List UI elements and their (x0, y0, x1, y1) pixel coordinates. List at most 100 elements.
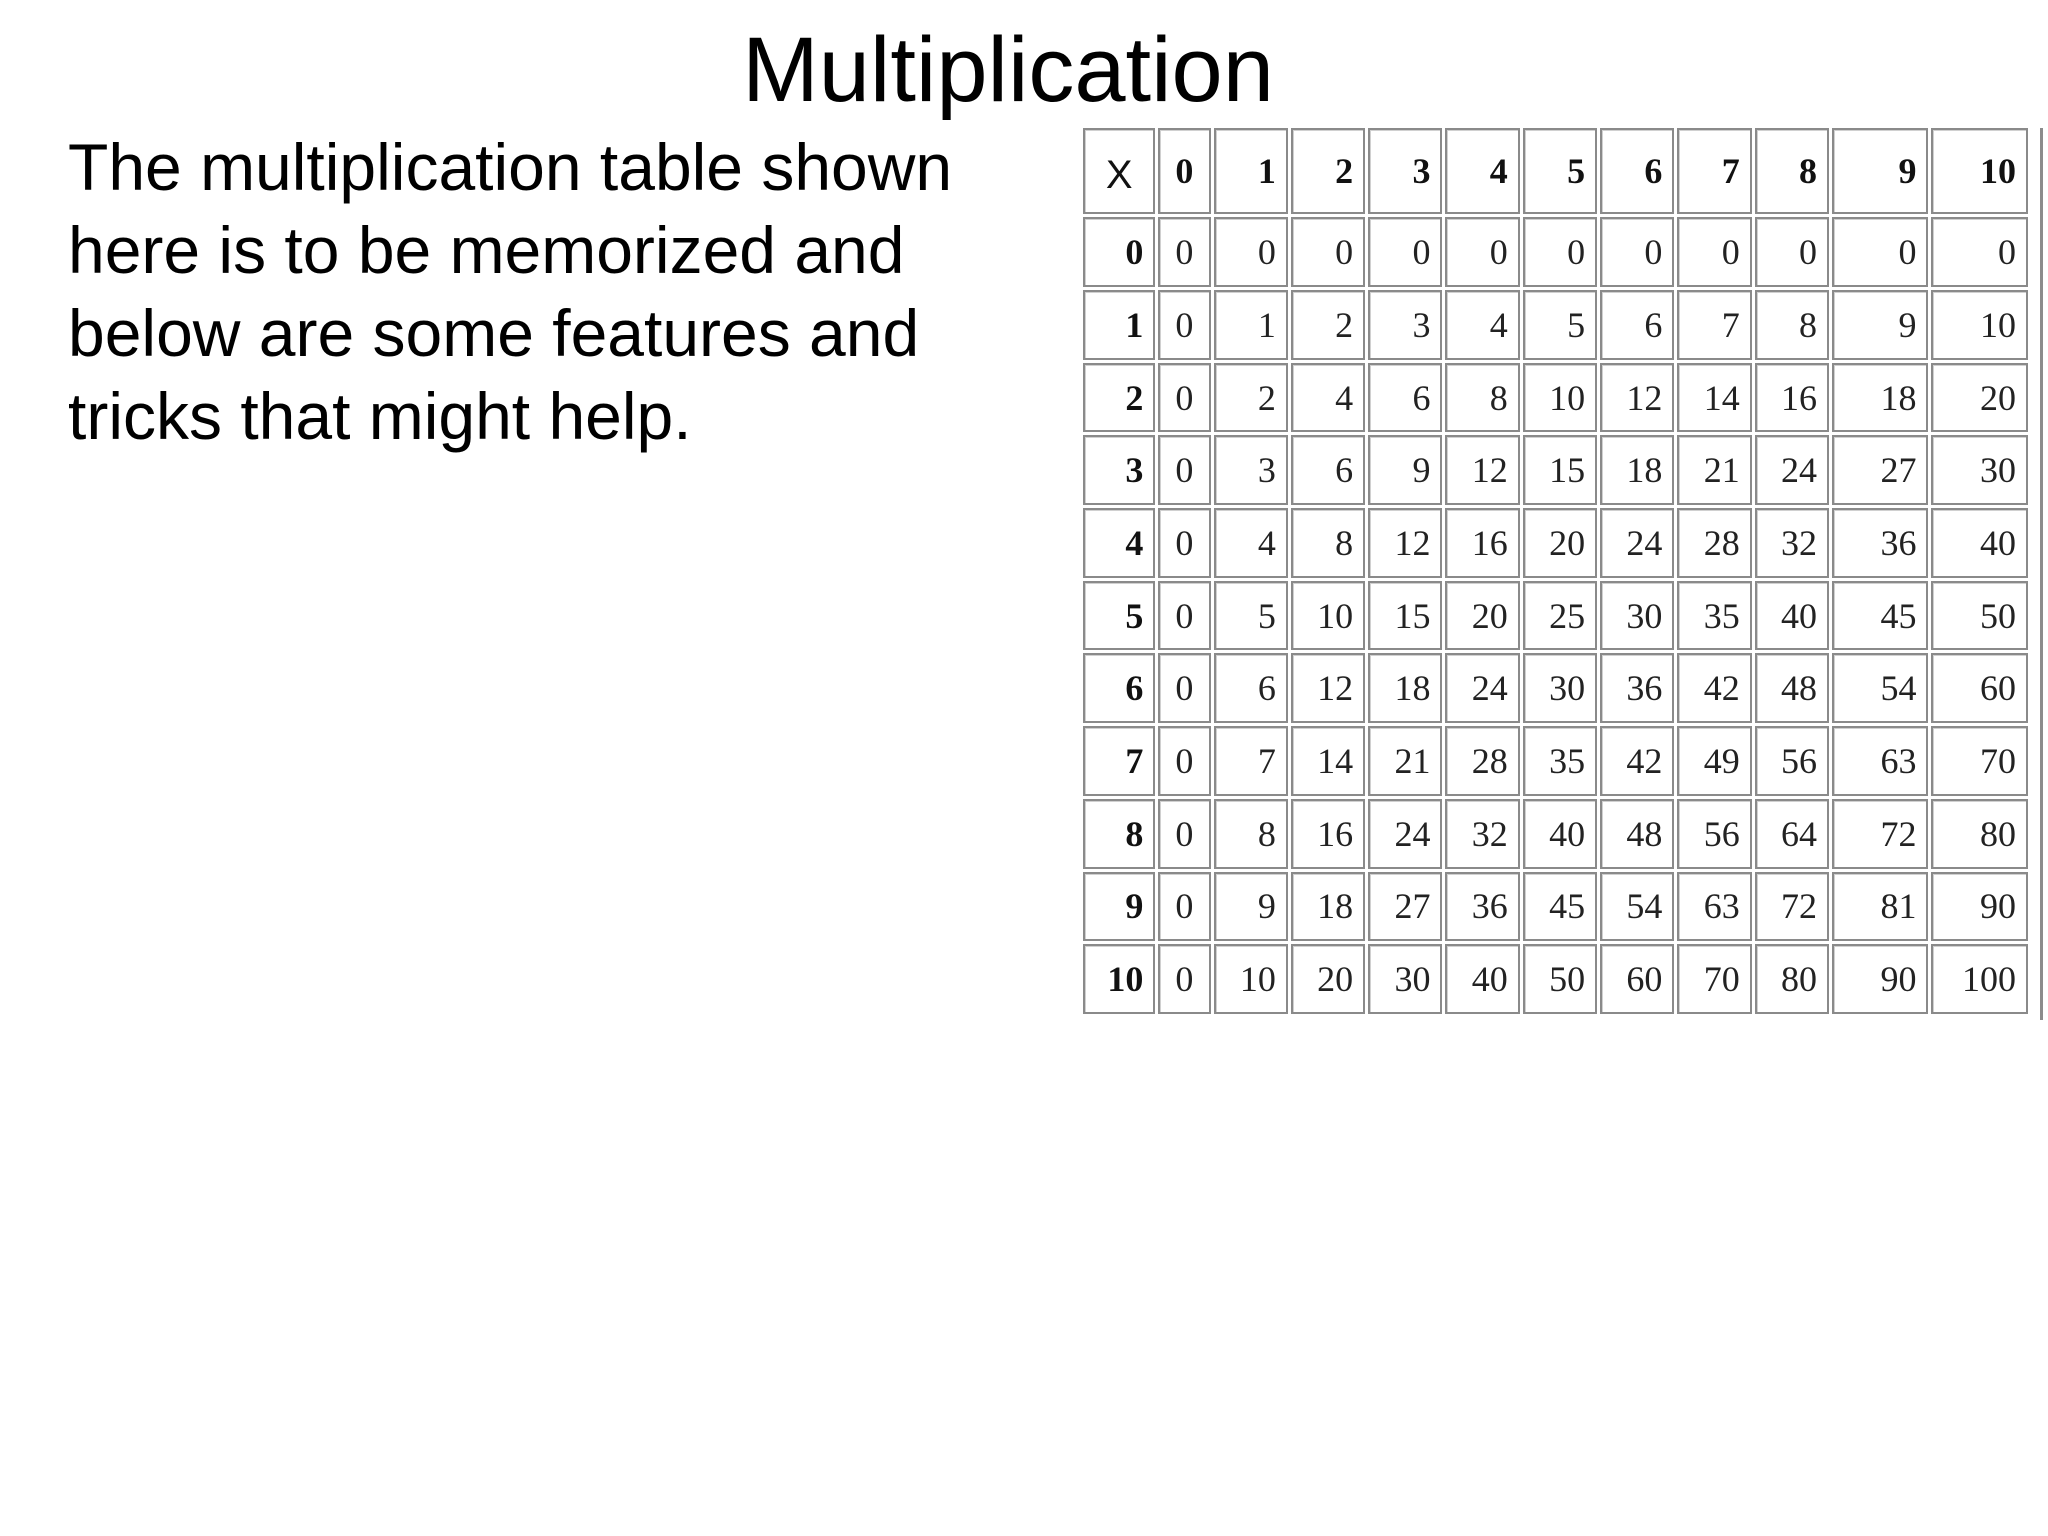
table-cell: 8 (1213, 798, 1288, 869)
table-cell: 10 (1522, 362, 1598, 433)
table-cell: 15 (1368, 580, 1443, 651)
slide-title: Multiplication (742, 19, 1274, 121)
table-cell: 7 (1213, 726, 1288, 796)
table-cell: 0 (1158, 580, 1211, 651)
table-cell: 12 (1600, 362, 1675, 433)
table-cell: 15 (1522, 435, 1598, 506)
table-cell: 30 (1522, 653, 1598, 724)
table-cell: 64 (1754, 798, 1830, 869)
table-cell: 0 (1158, 217, 1211, 288)
table-cell: 20 (1445, 580, 1520, 651)
table-cell: 54 (1600, 871, 1675, 942)
table-cell: 56 (1677, 798, 1752, 869)
table-cell: 24 (1445, 653, 1520, 724)
row-header: 3 (1083, 435, 1156, 506)
column-header: 4 (1445, 128, 1520, 215)
table-cell: 70 (1677, 944, 1752, 1014)
row-header: 10 (1083, 944, 1156, 1014)
table-cell: 60 (1600, 944, 1675, 1014)
table-cell: 1 (1213, 290, 1288, 360)
table-cell: 81 (1832, 871, 1929, 942)
table-cell: 54 (1832, 653, 1929, 724)
table-cell: 20 (1522, 508, 1598, 578)
table-cell: 56 (1754, 726, 1830, 796)
table-cell: 0 (1445, 217, 1520, 288)
column-header: 8 (1754, 128, 1830, 215)
table-cell: 0 (1832, 217, 1929, 288)
table-cell: 30 (1931, 435, 2028, 506)
table-cell: 21 (1368, 726, 1443, 796)
table-cell: 70 (1931, 726, 2028, 796)
table-cell: 35 (1677, 580, 1752, 651)
table-cell: 10 (1213, 944, 1288, 1014)
column-header: 10 (1931, 128, 2028, 215)
table-cell: 28 (1445, 726, 1520, 796)
table-cell: 90 (1832, 944, 1929, 1014)
table-cell: 0 (1931, 217, 2028, 288)
table-cell: 5 (1522, 290, 1598, 360)
table-cell: 7 (1677, 290, 1752, 360)
table-cell: 9 (1213, 871, 1288, 942)
table-cell: 20 (1290, 944, 1366, 1014)
row-header: 0 (1083, 217, 1156, 288)
table-cell: 90 (1931, 871, 2028, 942)
table-cell: 0 (1158, 944, 1211, 1014)
table-cell: 45 (1522, 871, 1598, 942)
table-cell: 4 (1213, 508, 1288, 578)
table-cell: 27 (1368, 871, 1443, 942)
table-cell: 6 (1600, 290, 1675, 360)
table-cell: 3 (1213, 435, 1288, 506)
row-header: 1 (1083, 290, 1156, 360)
table-cell: 36 (1600, 653, 1675, 724)
table-cell: 36 (1445, 871, 1520, 942)
table-cell: 0 (1213, 217, 1288, 288)
table-cell: 80 (1931, 798, 2028, 869)
table-cell: 40 (1522, 798, 1598, 869)
table-cell: 0 (1158, 871, 1211, 942)
table-cell: 63 (1832, 726, 1929, 796)
table-cell: 40 (1754, 580, 1830, 651)
table-cell: 27 (1832, 435, 1929, 506)
table-cell: 8 (1445, 362, 1520, 433)
column-header: 2 (1290, 128, 1366, 215)
table-cell: 0 (1158, 653, 1211, 724)
column-header: 6 (1600, 128, 1675, 215)
table-cell: 50 (1931, 580, 2028, 651)
table-cell: 9 (1368, 435, 1443, 506)
table-cell: 42 (1677, 653, 1752, 724)
table-cell: 25 (1522, 580, 1598, 651)
column-header: 5 (1522, 128, 1598, 215)
table-cell: 30 (1600, 580, 1675, 651)
table-cell: 32 (1754, 508, 1830, 578)
table-cell: 0 (1158, 290, 1211, 360)
table-cell: 12 (1445, 435, 1520, 506)
table-cell: 4 (1290, 362, 1366, 433)
table-cell: 16 (1445, 508, 1520, 578)
column-header: 3 (1368, 128, 1443, 215)
row-header: 4 (1083, 508, 1156, 578)
table-cell: 9 (1832, 290, 1929, 360)
table-cell: 36 (1832, 508, 1929, 578)
table-cell: 49 (1677, 726, 1752, 796)
table-cell: 2 (1290, 290, 1366, 360)
table-cell: 24 (1600, 508, 1675, 578)
table-cell: 0 (1158, 798, 1211, 869)
table-cell: 16 (1754, 362, 1830, 433)
table-cell: 8 (1290, 508, 1366, 578)
table-cell: 0 (1368, 217, 1443, 288)
table-cell: 60 (1931, 653, 2028, 724)
table-cell: 10 (1290, 580, 1366, 651)
table-cell: 18 (1290, 871, 1366, 942)
row-header: 8 (1083, 798, 1156, 869)
table-cell: 6 (1290, 435, 1366, 506)
table-cell: 45 (1832, 580, 1929, 651)
table-cell: 50 (1522, 944, 1598, 1014)
table-cell: 40 (1445, 944, 1520, 1014)
